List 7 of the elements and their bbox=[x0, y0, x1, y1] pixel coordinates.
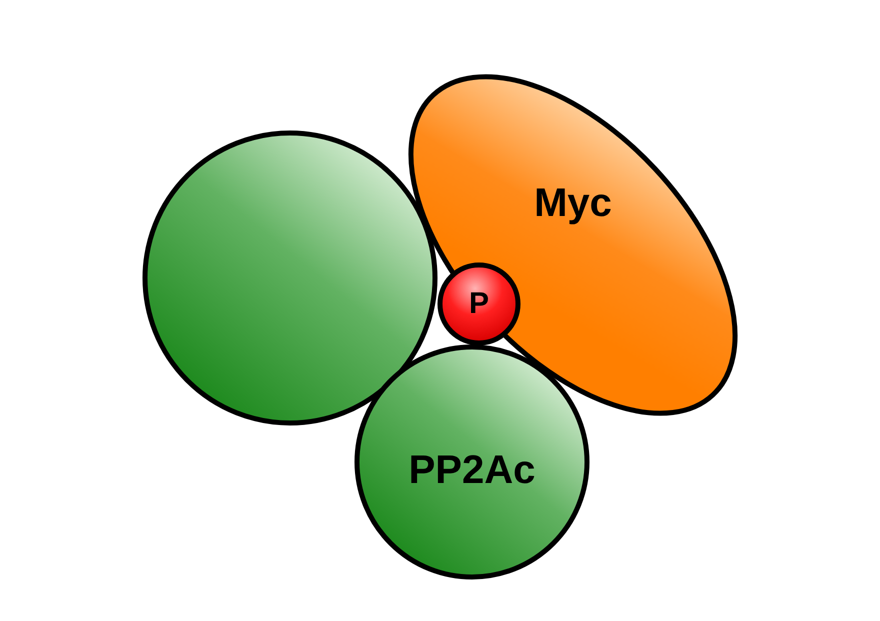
protein-circle bbox=[142, 130, 438, 426]
protein-label: PP2Ac bbox=[408, 450, 536, 490]
protein-circle bbox=[354, 344, 590, 580]
protein-label: P bbox=[468, 289, 489, 319]
protein-label: Myc bbox=[534, 183, 612, 223]
phosphate-circle bbox=[437, 262, 521, 346]
protein-ellipse bbox=[408, 74, 738, 416]
